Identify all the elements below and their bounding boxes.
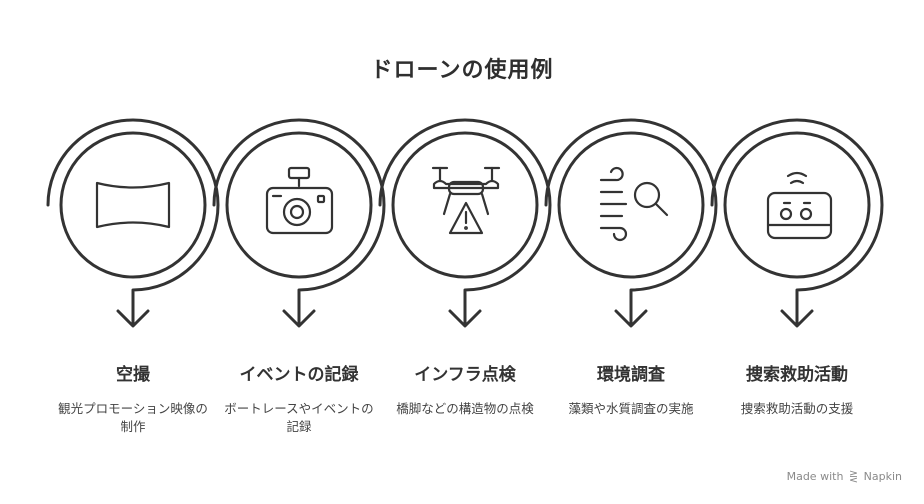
step-5-description: 捜索救助活動の支援: [740, 401, 854, 416]
napkin-logo-icon: ⋛: [848, 470, 859, 483]
step-1-description: 観光プロモーション映像の制作: [58, 401, 208, 434]
step-3-description: 橋脚などの構造物の点検: [396, 401, 534, 416]
camera-icon: [265, 166, 334, 235]
step-5-circle: [710, 118, 884, 328]
step-5-title: 捜索救助活動: [746, 365, 848, 385]
drone-warning-icon: [431, 166, 501, 235]
step-2-title: イベントの記録: [239, 365, 359, 385]
wind-search-icon: [599, 166, 669, 242]
step-1-circle: [46, 118, 220, 328]
step-2-description: ボートレースやイベントの記録: [224, 401, 374, 434]
panorama-icon: [95, 181, 171, 229]
step-4-description: 藻類や水質調査の実施: [568, 401, 694, 416]
step-1-title: 空撮: [116, 365, 150, 385]
step-3-title: インフラ点検: [414, 365, 516, 385]
step-2-circle: [212, 118, 386, 328]
radio-device-icon: [766, 171, 833, 240]
step-3-circle: [378, 118, 552, 328]
credit-prefix: Made with: [786, 470, 844, 483]
napkin-credit[interactable]: Made with ⋛ Napkin: [787, 470, 902, 483]
credit-brand: Napkin: [863, 470, 902, 483]
step-4-circle: [544, 118, 718, 328]
diagram-title: ドローンの使用例: [370, 58, 554, 83]
step-4-title: 環境調査: [597, 365, 665, 385]
